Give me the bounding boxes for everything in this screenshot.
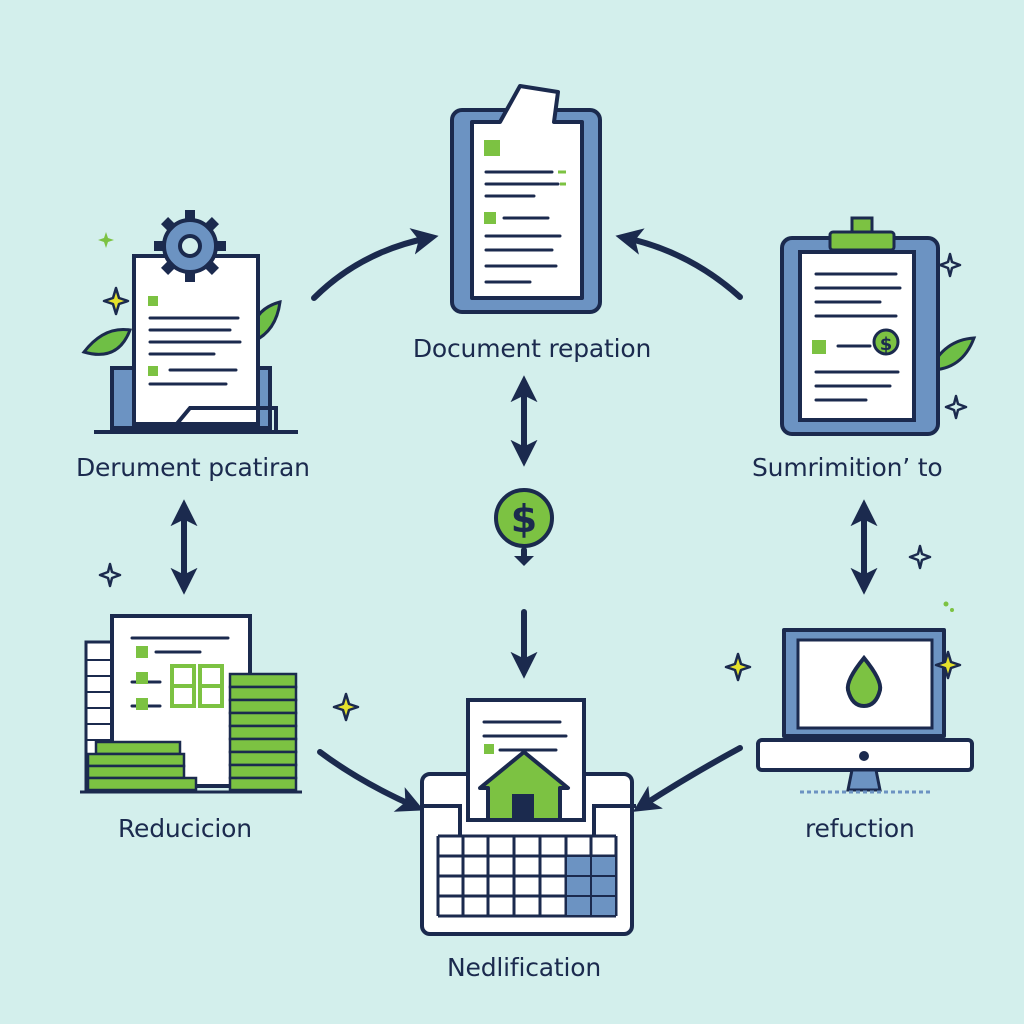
arrow-right-to-top — [615, 228, 743, 300]
sparkle-decorations — [98, 232, 968, 722]
clip-dollar-symbol: $ — [880, 334, 893, 355]
dollar-coin-icon: $ — [494, 488, 554, 548]
arrow-left-to-top — [311, 228, 439, 301]
money-stack-right — [228, 672, 298, 792]
sparkle-icon — [934, 650, 962, 680]
arrow-botleft-to-bottom — [317, 749, 424, 812]
sparkle-icon — [908, 544, 932, 570]
label-reducicion: Reducicion — [118, 814, 252, 843]
label-derument-pcatiran: Derument pcatiran — [76, 453, 310, 482]
drop-icon — [845, 654, 883, 709]
clipboard-money-icon: $ — [780, 216, 977, 436]
sparkle-icon — [332, 692, 360, 722]
arrow-coin-down-head — [514, 556, 534, 566]
sparkle-icon — [724, 652, 752, 682]
sparkle-icon — [98, 232, 114, 248]
house-calendar-icon — [420, 698, 636, 936]
money-report-icon — [80, 614, 302, 794]
sparkle-icon — [944, 394, 968, 420]
document-clipboard-icon — [450, 84, 602, 314]
gear-icon — [154, 210, 226, 282]
monitor-drop-icon — [756, 628, 974, 794]
sparkle-icon — [102, 286, 130, 316]
connector-arrows — [170, 228, 878, 812]
money-stack-left — [86, 740, 198, 792]
label-document-repation: Document repation — [412, 334, 652, 363]
green-dots — [943, 601, 954, 612]
label-refuction: refuction — [805, 814, 915, 843]
coin-dollar-symbol: $ — [511, 497, 537, 541]
document-gear-folder-icon — [81, 210, 298, 434]
sparkle-icon — [938, 252, 962, 278]
label-sumrimition-to: Sumrimition’ to — [752, 453, 943, 482]
sparkle-icon — [98, 562, 122, 588]
arrow-botright-to-bottom — [632, 745, 743, 812]
label-nedlification: Nedlification — [447, 953, 601, 982]
house-icon — [478, 750, 570, 822]
